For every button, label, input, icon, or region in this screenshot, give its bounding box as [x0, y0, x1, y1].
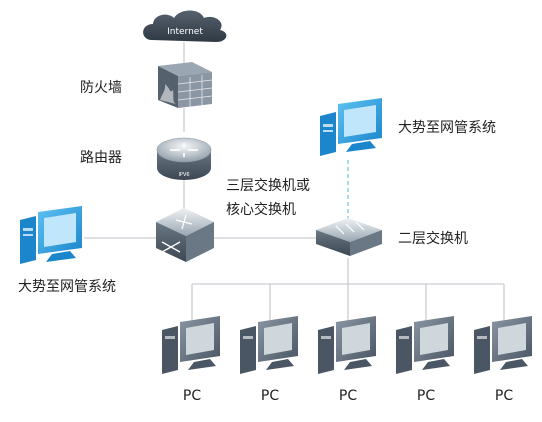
pc-3: PC — [318, 316, 376, 404]
router-ipv6-mark: IPV6 — [178, 172, 189, 178]
pc-3-label: PC — [339, 388, 357, 404]
core-switch-device — [156, 208, 214, 262]
pc-row: PC PC PC PC — [162, 316, 532, 404]
connection-lines — [84, 42, 505, 322]
pc-4: PC — [396, 316, 454, 404]
pc-5: PC — [474, 316, 532, 404]
internet-cloud-label: Internet — [167, 27, 203, 37]
pc-5-label: PC — [495, 388, 513, 404]
router-device: IPV6 — [156, 137, 212, 180]
firewall-label: 防火墙 — [80, 80, 122, 96]
nms-left-label: 大势至网管系统 — [18, 279, 116, 295]
nms-workstation-right — [320, 98, 382, 156]
pc-2-label: PC — [261, 388, 279, 404]
internet-cloud: Internet — [143, 10, 227, 42]
router-label: 路由器 — [80, 150, 122, 166]
core-switch-label-line2: 核心交换机 — [226, 201, 296, 218]
nms-right-label: 大势至网管系统 — [398, 120, 496, 136]
access-switch-label: 二层交换机 — [398, 230, 468, 247]
firewall-device — [158, 62, 213, 108]
pc-1: PC — [162, 316, 220, 404]
pc-1-label: PC — [183, 388, 201, 404]
nms-workstation-left — [20, 206, 82, 264]
core-switch-label-line1: 三层交换机或 — [226, 177, 310, 194]
pc-2: PC — [240, 316, 298, 404]
access-switch-device — [316, 218, 382, 256]
pc-4-label: PC — [417, 388, 435, 404]
